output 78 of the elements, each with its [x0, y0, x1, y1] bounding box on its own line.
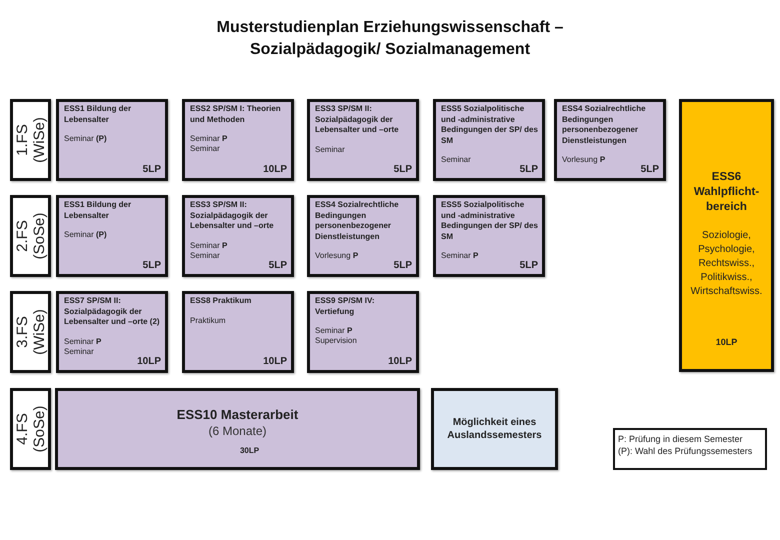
- module-box: [307, 291, 419, 373]
- course-type: Seminar: [64, 346, 95, 356]
- module-title: ESS8 Praktikum: [190, 296, 252, 306]
- legend-note: P: Prüfung in diesem Semester: [618, 433, 744, 445]
- subject-name: Psychologie,: [697, 243, 756, 257]
- course-type: Vorlesung P: [562, 155, 606, 165]
- subject-name: Rechtswiss.,: [697, 257, 756, 271]
- subject-name: Politikwiss.,: [700, 271, 754, 285]
- module-box: [182, 99, 294, 181]
- note-box: [613, 428, 767, 470]
- info-text: Möglichkeit eines Auslandssemesters: [446, 416, 543, 442]
- course-type: Seminar P: [315, 326, 354, 336]
- course-type: Seminar: [441, 155, 472, 165]
- module-box: [182, 291, 294, 373]
- credit-points: 10LP: [714, 337, 738, 347]
- course-type: Seminar (P): [64, 134, 108, 144]
- subject-name: Wirtschaftswiss.: [690, 285, 764, 299]
- module-title: ESS5 Sozialpolitische und -administrative Bedingungen der SP/ des SM: [441, 104, 538, 146]
- course-type: Seminar P: [64, 336, 102, 346]
- module-box: [433, 195, 545, 277]
- thesis-box: [55, 388, 420, 470]
- semester-box: [10, 291, 51, 373]
- credit-points: 30LP: [238, 446, 260, 455]
- credit-points: 10LP: [137, 356, 161, 367]
- semester-label: 3.FS (WiSe): [14, 308, 48, 357]
- credit-points: 10LP: [263, 356, 287, 367]
- module-title: ESS7 SP/SM II: Sozialpädagogik der Lebensalter und –orte (2): [64, 296, 161, 328]
- module-box: [433, 99, 545, 181]
- module-box: [307, 195, 419, 277]
- semester-label: 2.FS (SoSe): [14, 212, 48, 262]
- credit-points: 5LP: [268, 260, 287, 271]
- credit-points: 5LP: [640, 164, 659, 175]
- course-type: Seminar: [190, 144, 221, 154]
- semester-box: [10, 195, 51, 277]
- subject-name: Soziologie,: [701, 229, 752, 243]
- elective-box: [679, 99, 774, 372]
- module-title: ESS6 Wahlpflicht-bereich: [692, 170, 760, 215]
- course-type: Praktikum: [190, 316, 227, 326]
- module-title: ESS1 Bildung der Lebensalter: [64, 200, 132, 221]
- credit-points: 5LP: [142, 260, 161, 271]
- semester-box: [10, 99, 51, 181]
- diagram-title: Musterstudienplan Erziehungswissenschaft – Sozialpädagogik/ Sozialmanagement: [216, 18, 564, 60]
- semester-label: 4.FS (SoSe): [14, 404, 48, 454]
- module-box: [554, 99, 666, 181]
- module-title: ESS5 Sozialpolitische und -administrative Bedingungen der SP/ des SM: [441, 200, 538, 242]
- module-title: ESS3 SP/SM II: Sozialpädagogik der Lebensalter und –orte: [315, 104, 400, 136]
- module-box: [56, 195, 168, 277]
- course-type: Seminar: [190, 250, 221, 260]
- credit-points: 5LP: [520, 260, 538, 271]
- module-box: [307, 99, 419, 181]
- course-type: Vorlesung P: [315, 251, 360, 261]
- duration-text: (6 Monate): [207, 424, 268, 438]
- semester-box: [10, 388, 51, 470]
- credit-points: 5LP: [394, 164, 412, 175]
- semester-label: 1.FS (WiSe): [14, 116, 48, 165]
- credit-points: 10LP: [263, 164, 287, 175]
- module-box: [56, 291, 168, 373]
- legend-note: (P): Wahl des Prüfungssemesters: [618, 445, 754, 457]
- module-title: ESS2 SP/SM I: Theorien und Methoden: [190, 104, 282, 125]
- course-type: Seminar P: [190, 240, 228, 250]
- module-box: [56, 99, 168, 181]
- credit-points: 5LP: [394, 260, 412, 271]
- course-type: Seminar: [315, 144, 346, 154]
- module-title: ESS4 Sozialrechtliche Bedingungen personenbezogener Dienstleistungen: [315, 200, 400, 242]
- module-title: ESS9 SP/SM IV: Vertiefung: [315, 296, 376, 317]
- module-box: [182, 195, 294, 277]
- credit-points: 10LP: [388, 356, 412, 367]
- course-type: Seminar P: [441, 251, 480, 261]
- course-type: Seminar (P): [64, 230, 108, 240]
- module-title: ESS3 SP/SM II: Sozialpädagogik der Lebensalter und –orte: [190, 200, 275, 232]
- course-type: Seminar P: [190, 134, 228, 144]
- module-title: ESS10 Masterarbeit: [176, 407, 300, 422]
- credit-points: 5LP: [520, 164, 538, 175]
- module-title: ESS4 Sozialrechtliche Bedingungen personenbezogener Dienstleistungen: [562, 104, 647, 146]
- credit-points: 5LP: [142, 164, 161, 175]
- course-type: Supervision: [315, 336, 358, 346]
- info-box: [431, 388, 558, 470]
- module-title: ESS1 Bildung der Lebensalter: [64, 104, 132, 125]
